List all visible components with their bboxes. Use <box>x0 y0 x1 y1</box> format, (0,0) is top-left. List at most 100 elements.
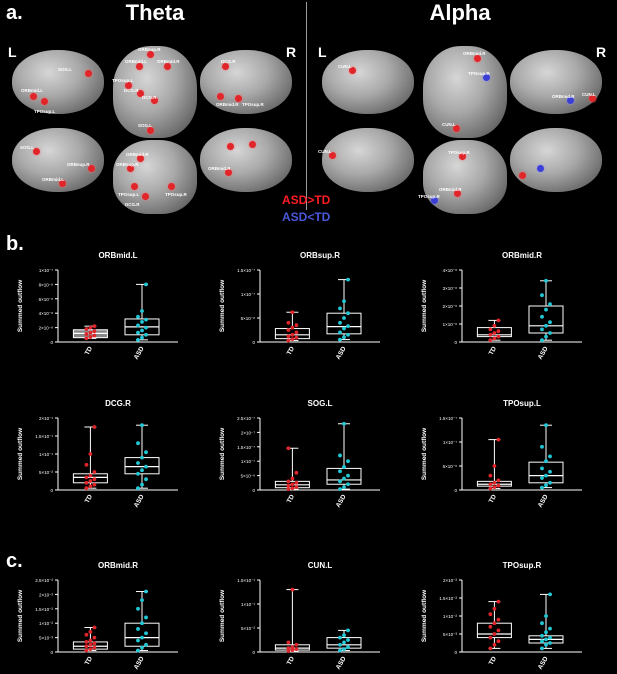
y-tick-label: 0 <box>252 488 255 493</box>
theta-brain-right-medial <box>200 128 292 192</box>
data-point-asd <box>346 473 350 478</box>
legend-asd-greater-td: ASD>TD <box>282 193 331 207</box>
data-point-td <box>294 470 299 475</box>
data-point-asd <box>140 645 144 650</box>
roi-node <box>216 92 224 100</box>
theta-brain-left-medial <box>12 128 104 192</box>
roi-node <box>224 168 232 176</box>
roi-label: TPOsup.R <box>418 194 440 199</box>
data-point-asd <box>540 476 544 480</box>
data-point-td <box>84 640 89 644</box>
roi-label: ORBmid.R <box>208 166 231 171</box>
y-tick-label: 0 <box>50 650 53 655</box>
data-point-asd <box>338 337 342 342</box>
x-tick-label: TD <box>488 493 499 504</box>
roi-label: TPOsup.R <box>165 192 187 197</box>
data-point-td <box>92 425 97 429</box>
data-point-td <box>88 473 93 478</box>
data-point-td <box>290 482 295 487</box>
roi-node <box>566 96 574 104</box>
data-point-asd <box>140 319 144 324</box>
roi-node <box>126 164 134 172</box>
roi-node <box>150 96 158 104</box>
y-tick-label: 5×10⁻⁸ <box>443 464 458 469</box>
panel-a-letter: a. <box>6 2 23 24</box>
chart-title: ORBmid.L <box>98 251 137 260</box>
data-point-td <box>286 649 291 653</box>
y-axis-label: Summed outflow <box>421 589 428 642</box>
data-point-td <box>492 642 497 647</box>
roi-label: ORBmid.R <box>157 59 180 64</box>
chart-title: DCG.R <box>105 399 131 408</box>
roi-node <box>146 126 154 134</box>
y-tick-label: 1×10⁻⁸ <box>443 322 458 327</box>
data-point-asd <box>346 628 350 633</box>
roi-label: ORBmid.R <box>552 94 575 99</box>
data-point-td <box>92 324 97 329</box>
data-point-asd <box>338 479 342 484</box>
x-tick-label: TD <box>488 345 499 356</box>
y-tick-label: 1.5×10⁻¹ <box>35 434 53 439</box>
data-point-td <box>290 587 295 592</box>
data-point-td <box>286 479 291 484</box>
y-tick-label: 0 <box>50 340 53 345</box>
roi-label: DCG.R <box>124 88 139 93</box>
y-axis-label: Summed outflow <box>17 427 24 480</box>
roi-label: CUN.L <box>442 122 456 127</box>
y-tick-label: 1×10⁻¹ <box>241 602 256 607</box>
theta-title: Theta <box>125 0 185 25</box>
data-point-td <box>88 325 93 330</box>
data-point-td <box>92 635 97 640</box>
data-point-asd <box>548 302 552 307</box>
y-tick-label: 1.5×10⁻² <box>439 596 457 601</box>
data-point-asd <box>144 317 148 322</box>
data-point-td <box>496 329 501 334</box>
data-point-asd <box>544 637 548 642</box>
x-tick-label: ASD <box>133 493 146 509</box>
data-point-asd <box>346 482 350 487</box>
data-point-asd <box>144 282 148 287</box>
data-point-asd <box>338 648 342 653</box>
data-point-asd <box>540 338 544 343</box>
panel-c-letter: c. <box>6 550 23 572</box>
data-point-asd <box>136 330 140 335</box>
x-tick-label: ASD <box>537 493 550 509</box>
roi-label: TPOsup.R <box>468 71 490 76</box>
data-point-asd <box>544 473 548 478</box>
data-point-asd <box>544 278 548 283</box>
roi-label: ORBmid.R <box>216 102 239 107</box>
alpha-brain-left-medial <box>322 128 414 192</box>
data-point-td <box>84 332 89 336</box>
data-point-asd <box>144 589 148 594</box>
data-point-td <box>286 646 291 651</box>
roi-label: DCG.R <box>125 202 140 207</box>
roi-label: ORBmid.L <box>21 88 43 93</box>
roi-label: SOG.L <box>20 145 35 150</box>
roi-node <box>221 62 229 70</box>
theta-brain-top <box>113 46 197 138</box>
roi-label: ORBmid.L <box>125 59 147 64</box>
data-point-td <box>488 635 493 640</box>
box-asd <box>326 467 362 485</box>
data-point-asd <box>544 642 548 647</box>
data-point-td <box>92 625 97 630</box>
panel-divider <box>306 2 307 210</box>
y-tick-label: 1.5×10⁻¹ <box>237 578 255 583</box>
data-point-asd <box>548 592 552 597</box>
data-point-asd <box>544 483 548 488</box>
y-tick-label: 2×10⁻⁸ <box>39 326 54 331</box>
data-point-asd <box>342 299 346 304</box>
y-axis-label: Summed outflow <box>421 427 428 480</box>
data-point-asd <box>342 335 346 340</box>
data-point-asd <box>540 621 544 626</box>
roi-node <box>135 62 143 70</box>
box-asd <box>326 312 362 335</box>
data-point-td <box>290 645 295 650</box>
alpha-brain-right-lateral <box>510 50 602 114</box>
y-tick-label: 1.5×10⁻² <box>35 607 53 612</box>
y-tick-label: 1×10⁻⁷ <box>241 459 256 464</box>
data-point-td <box>488 624 493 629</box>
data-point-asd <box>342 316 346 320</box>
data-point-td <box>92 470 97 474</box>
